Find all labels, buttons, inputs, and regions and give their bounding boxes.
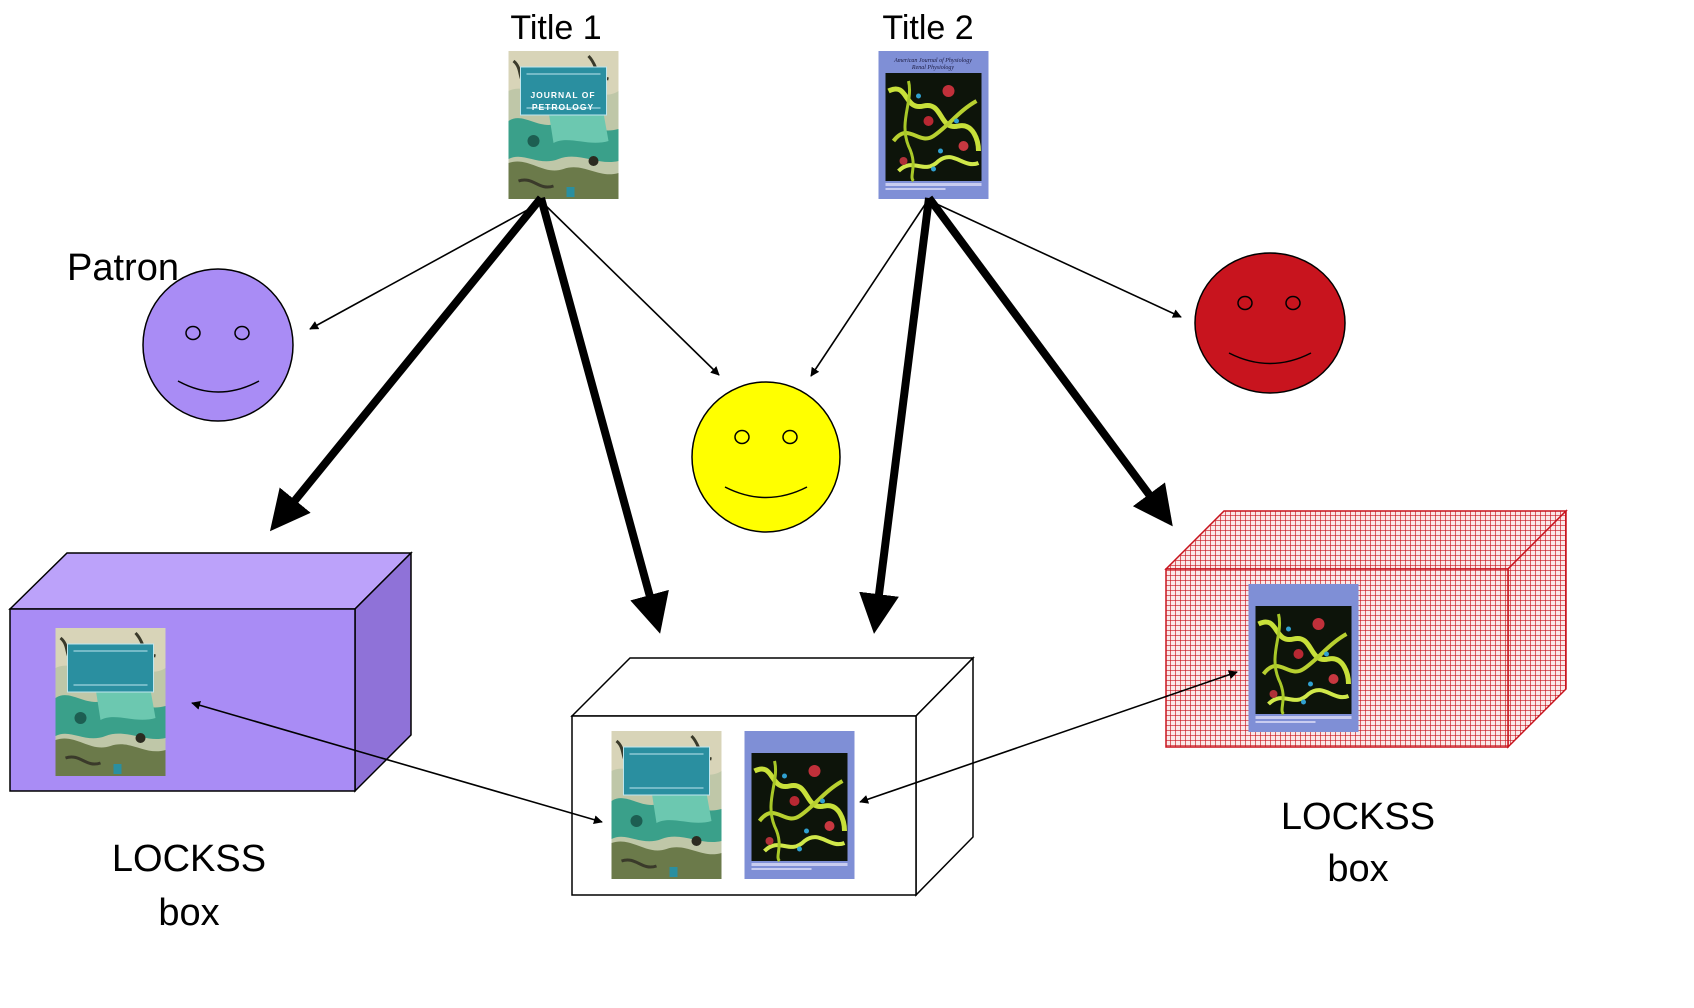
title-2-label: Title 2 [882,9,973,47]
thick-arrow-title2-to-right-box [925,195,1173,527]
box-top-face [8,552,413,610]
cover-text-line1: JOURNAL OF [530,90,595,100]
thick-arrow-title1-to-left-box [269,195,545,532]
arrow-title1-to-purple-patron [309,201,543,330]
cover-text-line2: PETROLOGY [532,102,594,112]
arrow-title2-to-yellow-patron [810,199,929,377]
title-2-cover-american-journal-of-physiology: American Journal of Physiology Renal Phy… [879,51,989,199]
title-1-label: Title 1 [510,9,601,47]
cover-text-line2: Renal Physiology [911,65,954,71]
title-1-cover-journal-of-petrology: JOURNAL OF PETROLOGY [508,51,619,199]
lockss-box-right-red [1164,509,1568,749]
thick-arrow-title1-to-center-box [537,196,669,634]
box-top-face [1164,510,1568,570]
left-box-petrology-copy [55,628,166,776]
purple-patron-smiley [142,268,294,422]
yellow-patron-smiley [691,381,841,533]
sync-arrow-center-box-to-right-box [859,670,1238,804]
cover-text-line1: American Journal of Physiology [893,57,972,64]
arrow-title1-to-yellow-patron [541,201,720,376]
center-box-ajp-copy [745,731,855,879]
lockss-right-label-line1: LOCKSS [1281,796,1435,838]
center-box-petrology-copy [611,731,722,879]
lockss-left-label-line1: LOCKSS [112,838,266,880]
red-patron-smiley [1194,252,1346,394]
patron-label: Patron [67,247,179,289]
sync-arrow-left-box-to-center-box [191,700,603,825]
box-top-face [570,657,975,717]
lockss-right-label-line2: box [1327,848,1388,890]
lockss-left-label-line2: box [158,892,219,934]
arrow-title2-to-red-patron [927,199,1182,318]
right-box-ajp-copy [1249,584,1359,732]
thick-arrow-title2-to-center-box [859,197,933,634]
